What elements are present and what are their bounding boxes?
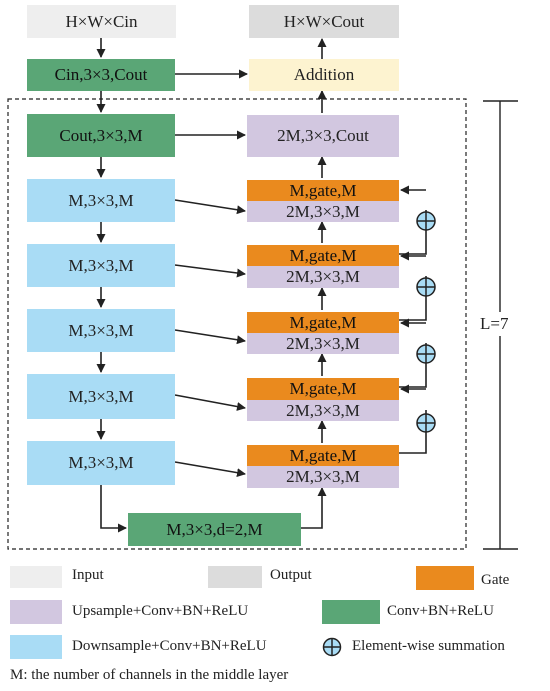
legend-upsample-label: Upsample+Conv+BN+ReLU xyxy=(72,603,249,619)
up-node-4: 2M,3×3,M xyxy=(247,400,399,421)
down-node-3: M,3×3,M xyxy=(27,309,175,352)
legend-upsample-swatch xyxy=(10,600,62,624)
gate-node-1: M,gate,M xyxy=(247,180,399,201)
up-node-2: 2M,3×3,M xyxy=(247,266,399,288)
gate-node-4: M,gate,M xyxy=(247,378,399,400)
addition-node: Addition xyxy=(249,59,399,91)
gate-node-2: M,gate,M xyxy=(247,245,399,266)
top-up-node: 2M,3×3,Cout xyxy=(247,115,399,157)
legend-gate-label: Gate xyxy=(481,572,510,588)
down-node-5: M,3×3,M xyxy=(27,441,175,485)
gate-node-3: M,gate,M xyxy=(247,312,399,333)
legend-downsample-label: Downsample+Conv+BN+ReLU xyxy=(72,638,267,654)
legend-downsample-swatch xyxy=(10,635,62,659)
legend-input-swatch xyxy=(10,566,62,588)
legend-conv-swatch xyxy=(322,600,380,624)
down-node-2: M,3×3,M xyxy=(27,244,175,287)
channel-note: M: the number of channels in the middle … xyxy=(10,667,289,683)
bottleneck-node: M,3×3,d=2,M xyxy=(128,513,301,546)
input-node: H×W×Cin xyxy=(27,5,176,38)
legend-conv-label: Conv+BN+ReLU xyxy=(387,603,494,619)
legend-input-label: Input xyxy=(72,567,104,583)
legend-output-swatch xyxy=(208,566,262,588)
legend-sum-label: Element-wise summation xyxy=(352,638,505,654)
legend-output-label: Output xyxy=(270,567,312,583)
up-node-1: 2M,3×3,M xyxy=(247,201,399,222)
legend-gate-swatch xyxy=(416,566,474,590)
first-conv-node: Cin,3×3,Cout xyxy=(27,59,175,91)
sum-icon xyxy=(322,637,342,657)
output-node: H×W×Cout xyxy=(249,5,399,38)
up-node-5: 2M,3×3,M xyxy=(247,466,399,488)
gate-node-5: M,gate,M xyxy=(247,445,399,466)
down-node-1: M,3×3,M xyxy=(27,179,175,222)
depth-label: L=7 xyxy=(480,312,509,336)
down-node-4: M,3×3,M xyxy=(27,374,175,419)
second-conv-node: Cout,3×3,M xyxy=(27,114,175,157)
up-node-3: 2M,3×3,M xyxy=(247,333,399,354)
